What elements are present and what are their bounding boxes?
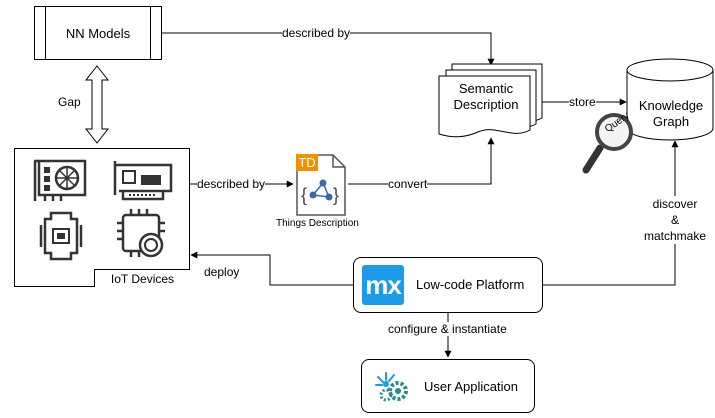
semantic-description-node bbox=[438, 63, 543, 138]
edge-deploy bbox=[190, 251, 353, 286]
store-label: store bbox=[569, 95, 596, 109]
knowledge-graph-label: Knowledge Graph bbox=[628, 97, 714, 131]
low-code-platform-label: Low-code Platform bbox=[416, 277, 525, 292]
user-application-node: User Application bbox=[361, 359, 535, 413]
edge-gap-double-arrow bbox=[84, 65, 110, 144]
iot-devices-label: IoT Devices bbox=[110, 271, 175, 286]
knowledge-line-1: Knowledge bbox=[638, 98, 704, 113]
gap-label: Gap bbox=[58, 95, 81, 109]
deploy-label: deploy bbox=[204, 265, 240, 279]
semantic-description-label: Semantic Description bbox=[440, 80, 532, 114]
semantic-line-1: Semantic bbox=[458, 81, 514, 96]
nn-models-label: NN Models bbox=[65, 25, 131, 41]
svg-text:{: { bbox=[301, 185, 307, 205]
iot-devices-node: IoT Devices bbox=[14, 148, 190, 287]
described-by-top-label: described by bbox=[282, 26, 351, 40]
microcontroller-icon bbox=[117, 209, 165, 258]
things-description-label: Things Description bbox=[276, 218, 359, 229]
edge-discover bbox=[543, 140, 679, 286]
nn-models-node: NN Models bbox=[34, 6, 162, 60]
mendix-logo-text: mx bbox=[365, 269, 402, 300]
svg-text:}: } bbox=[333, 185, 339, 205]
gpu-icon bbox=[33, 159, 87, 201]
semantic-line-2: Description bbox=[453, 97, 519, 112]
convert-label: convert bbox=[388, 177, 428, 191]
knowledge-line-2: Graph bbox=[652, 114, 690, 129]
discover-line-1: discover bbox=[652, 197, 698, 211]
edge-nn-to-semantic bbox=[162, 32, 495, 66]
iot-devices-label-box: IoT Devices bbox=[94, 269, 190, 287]
query-magnifier-icon bbox=[582, 113, 633, 174]
configure-label: configure & instantiate bbox=[388, 322, 507, 336]
described-by-mid-label: described by bbox=[197, 177, 266, 191]
td-badge-text: TD bbox=[298, 155, 315, 170]
low-code-platform-node: mx Low-code Platform bbox=[353, 257, 543, 313]
knowledge-graph-node bbox=[626, 58, 714, 141]
things-description-icon: TD { } bbox=[296, 154, 346, 216]
user-application-label: User Application bbox=[424, 379, 518, 394]
discover-label: discover & matchmake bbox=[640, 196, 710, 244]
mendix-logo-icon: mx bbox=[362, 265, 404, 305]
discover-line-2: & bbox=[670, 213, 679, 227]
discover-line-3: matchmake bbox=[643, 229, 707, 243]
gears-icon bbox=[375, 372, 408, 402]
network-card-icon bbox=[113, 161, 173, 201]
sensor-module-icon bbox=[39, 211, 83, 261]
